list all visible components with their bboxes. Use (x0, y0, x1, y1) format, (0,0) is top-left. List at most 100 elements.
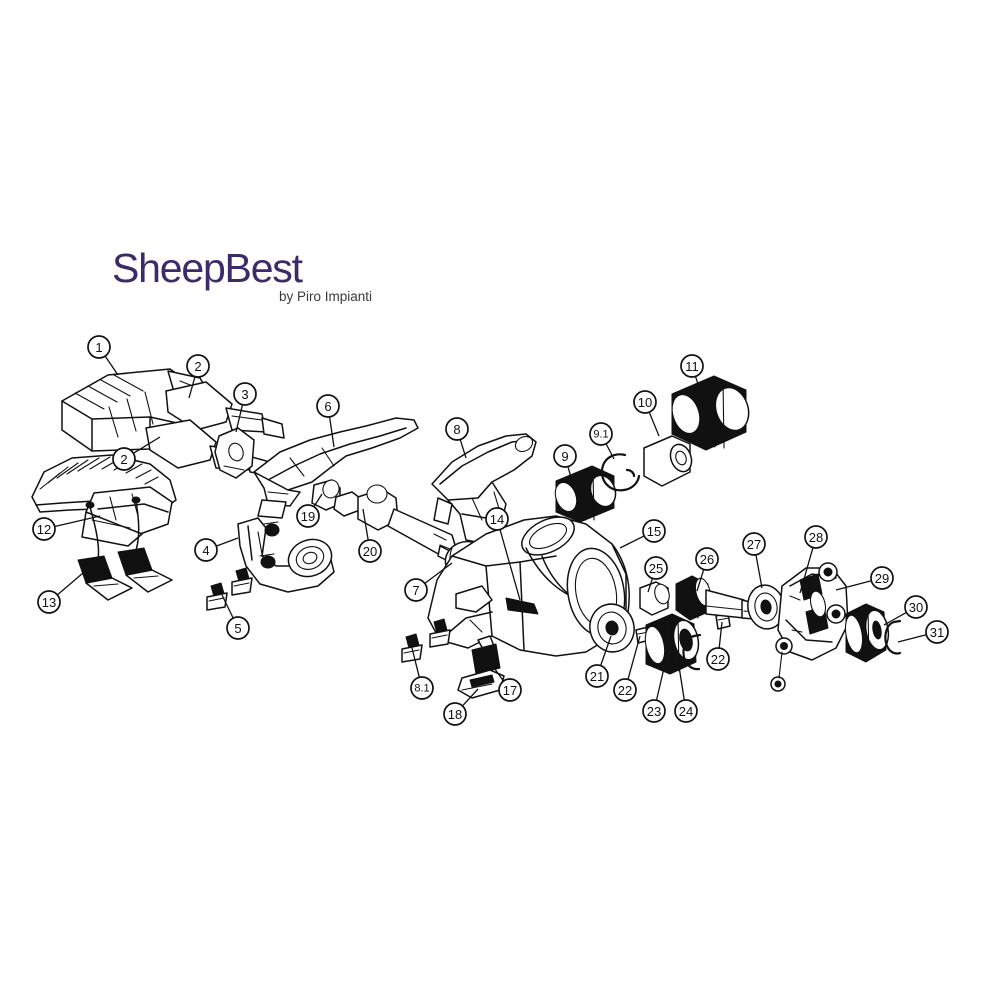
callout-2[interactable]: 2 (112, 447, 136, 471)
callout-number: 10 (638, 395, 652, 410)
leader-line-motor-field-housing (104, 355, 119, 376)
leader-line-collar-knurled-small (567, 466, 573, 482)
callout-circle (904, 595, 928, 619)
leader-line-retaining-ring (605, 443, 615, 460)
callout-12[interactable]: 12 (32, 517, 56, 541)
leader-line-rocker-arm (328, 416, 335, 448)
callout-circle (194, 538, 218, 562)
callout-6[interactable]: 6 (316, 394, 340, 418)
callout-17[interactable]: 17 (498, 678, 522, 702)
callout-number: 27 (747, 537, 761, 552)
callout-26[interactable]: 26 (695, 547, 719, 571)
leader-line-shaft-bearing (424, 562, 453, 584)
part-retaining-clip (884, 619, 902, 655)
callout-circle (443, 702, 467, 726)
leader-line-pinion-shaft (696, 569, 705, 592)
callout-1[interactable]: 1 (87, 335, 111, 359)
part-bracket-screws (206, 567, 253, 611)
callout-number: 8.1 (414, 683, 429, 695)
callout-number: 1 (95, 340, 102, 355)
leader-line-selector-plate (461, 688, 479, 707)
callout-circle (613, 678, 637, 702)
callout-circle (186, 354, 210, 378)
callout-8-1[interactable]: 8.1 (410, 676, 434, 700)
leader-line-collar-knurled-large (694, 376, 701, 391)
callout-28[interactable]: 28 (804, 525, 828, 549)
part-sleeve-bush (643, 435, 693, 487)
callout-number: 6 (324, 399, 331, 414)
callout-circle (589, 422, 613, 446)
callout-leaders (54, 355, 927, 707)
callout-18[interactable]: 18 (443, 702, 467, 726)
leader-line-output-bearing (600, 635, 612, 666)
callout-22[interactable]: 22 (706, 647, 730, 671)
callout-circle (296, 504, 320, 528)
callout-10[interactable]: 10 (633, 390, 657, 414)
callout-number: 11 (685, 359, 699, 374)
callout-number: 9 (561, 449, 568, 464)
callout-number: 29 (875, 571, 889, 586)
leader-line-driven-gear (883, 611, 907, 626)
brand-name: SheepBest (112, 245, 303, 291)
part-carbon-brushes (77, 501, 173, 601)
leader-line-carbon-brush-holder-lower (133, 436, 161, 454)
callout-14[interactable]: 14 (485, 507, 509, 531)
callout-24[interactable]: 24 (674, 699, 698, 723)
leader-line-circlip (677, 659, 685, 701)
leader-line-finned-stator-cover (54, 515, 101, 528)
leader-line-bearing-bracket (216, 537, 239, 547)
leader-line-plate-screws (835, 580, 872, 591)
part-collar-knurled-large (671, 375, 750, 451)
callout-15[interactable]: 15 (642, 519, 666, 543)
callout-number: 7 (412, 583, 419, 598)
callout-circle (695, 547, 719, 571)
callout-11[interactable]: 11 (680, 354, 704, 378)
callout-22[interactable]: 22 (613, 678, 637, 702)
callout-9-1[interactable]: 9.1 (589, 422, 613, 446)
callout-3[interactable]: 3 (233, 382, 257, 406)
callout-5[interactable]: 5 (226, 616, 250, 640)
callout-9[interactable]: 9 (553, 444, 577, 468)
part-handle-screws (401, 618, 451, 663)
callout-4[interactable]: 4 (194, 538, 218, 562)
part-brush-holder-upper (165, 381, 285, 439)
callout-31[interactable]: 31 (925, 620, 949, 644)
part-gear-plate-assembly (770, 562, 849, 692)
callout-circle (742, 532, 766, 556)
callout-25[interactable]: 25 (644, 556, 668, 580)
callout-23[interactable]: 23 (642, 699, 666, 723)
callout-circle (37, 590, 61, 614)
callout-29[interactable]: 29 (870, 566, 894, 590)
callout-circle (553, 444, 577, 468)
leader-line-trigger-handle-shell (459, 439, 467, 459)
callout-circle (642, 699, 666, 723)
leader-line-spacer-bush (313, 493, 323, 508)
part-gearbox-housing (427, 515, 627, 657)
callout-7[interactable]: 7 (404, 578, 428, 602)
callout-circle (706, 647, 730, 671)
brand-tagline: by Piro Impianti (278, 289, 372, 304)
callout-30[interactable]: 30 (904, 595, 928, 619)
callout-circle (674, 699, 698, 723)
leader-line-bracket-screws (221, 594, 234, 619)
part-bearing-bracket (237, 517, 335, 593)
callout-circle (870, 566, 894, 590)
callout-number: 13 (42, 595, 56, 610)
callout-number: 17 (503, 683, 517, 698)
callout-circle (226, 616, 250, 640)
callout-19[interactable]: 19 (296, 504, 320, 528)
callout-circle (112, 447, 136, 471)
leader-line-selector-pin (491, 664, 505, 682)
callout-number: 8 (453, 422, 460, 437)
callout-8[interactable]: 8 (445, 417, 469, 441)
callout-13[interactable]: 13 (37, 590, 61, 614)
callout-20[interactable]: 20 (358, 539, 382, 563)
callout-number: 23 (647, 704, 661, 719)
callout-21[interactable]: 21 (585, 664, 609, 688)
callout-number: 20 (363, 544, 377, 559)
callout-circle (87, 335, 111, 359)
callout-2[interactable]: 2 (186, 354, 210, 378)
callout-27[interactable]: 27 (742, 532, 766, 556)
callout-circle (316, 394, 340, 418)
